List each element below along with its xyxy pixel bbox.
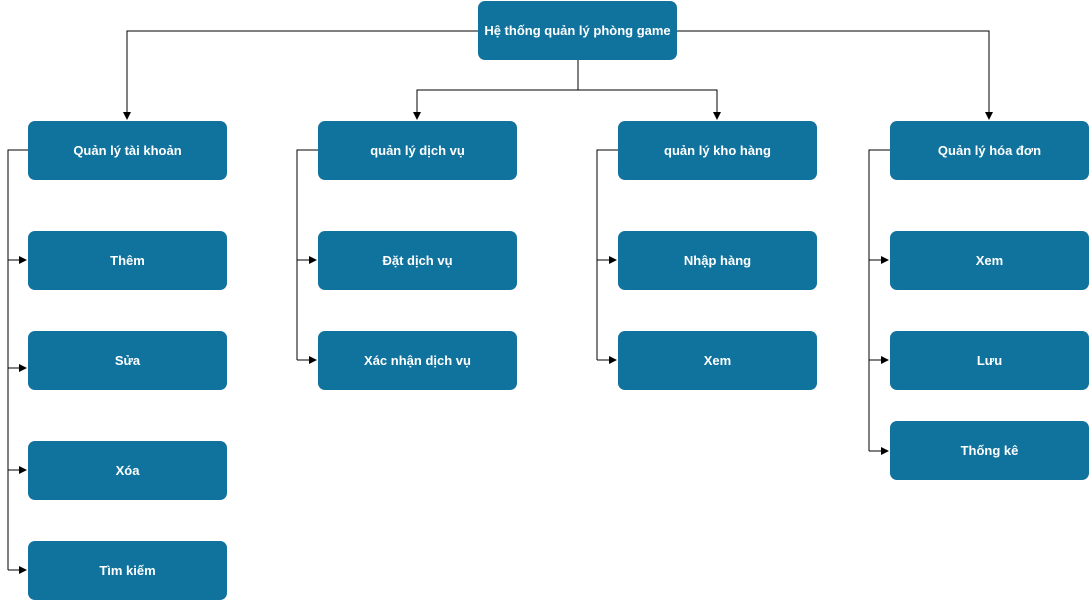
leaf-node-label: Nhập hàng (683, 253, 752, 268)
branch-node-label: quản lý dịch vụ (370, 143, 465, 158)
root-node-label: Hệ thống quản lý phòng game (484, 23, 671, 38)
leaf-node-add[interactable]: Thêm (28, 231, 227, 290)
leaf-node-label: Thêm (110, 253, 145, 268)
leaf-node-label: Xóa (115, 463, 140, 478)
leaf-node-book-service[interactable]: Đặt dịch vụ (318, 231, 517, 290)
branch-node-account[interactable]: Quản lý tài khoản (28, 121, 227, 180)
leaf-node-label: Đặt dịch vụ (382, 253, 453, 268)
leaf-node-label: Sửa (114, 353, 141, 368)
branch-node-warehouse[interactable]: quản lý kho hàng (618, 121, 817, 180)
leaf-node-delete[interactable]: Xóa (28, 441, 227, 500)
branch-node-label: Quản lý hóa đơn (937, 143, 1042, 158)
leaf-node-search[interactable]: Tìm kiếm (28, 541, 227, 600)
leaf-node-label: Xác nhận dịch vụ (364, 353, 471, 368)
leaf-node-label: Xem (975, 253, 1004, 268)
leaf-node-label: Lưu (976, 353, 1003, 368)
connector-warehouse-spine (596, 149, 618, 360)
branch-node-label: quản lý kho hàng (664, 143, 771, 158)
connector-account-spine (7, 149, 28, 570)
branch-node-label: Quản lý tài khoản (73, 143, 182, 158)
branch-node-invoices[interactable]: Quản lý hóa đơn (890, 121, 1089, 180)
root-node[interactable]: Hệ thống quản lý phòng game (478, 1, 677, 60)
leaf-node-edit[interactable]: Sửa (28, 331, 227, 390)
leaf-node-statistics[interactable]: Thống kê (890, 421, 1089, 480)
connector-root-to-invoices (677, 30, 993, 120)
connector-root-to-account (123, 30, 478, 120)
branch-node-services[interactable]: quản lý dịch vụ (318, 121, 517, 180)
leaf-node-confirm-service[interactable]: Xác nhận dịch vụ (318, 331, 517, 390)
connector-root-to-warehouse (578, 89, 721, 120)
leaf-node-import-goods[interactable]: Nhập hàng (618, 231, 817, 290)
leaf-node-label: Tìm kiếm (99, 563, 156, 578)
connector-invoices-spine (868, 149, 890, 451)
leaf-node-view-invoice[interactable]: Xem (890, 231, 1089, 290)
leaf-node-label: Xem (703, 353, 732, 368)
connector-root-to-services (413, 89, 578, 120)
leaf-node-view-stock[interactable]: Xem (618, 331, 817, 390)
connector-services-spine (296, 149, 318, 360)
leaf-node-save-invoice[interactable]: Lưu (890, 331, 1089, 390)
leaf-node-label: Thống kê (960, 443, 1019, 458)
